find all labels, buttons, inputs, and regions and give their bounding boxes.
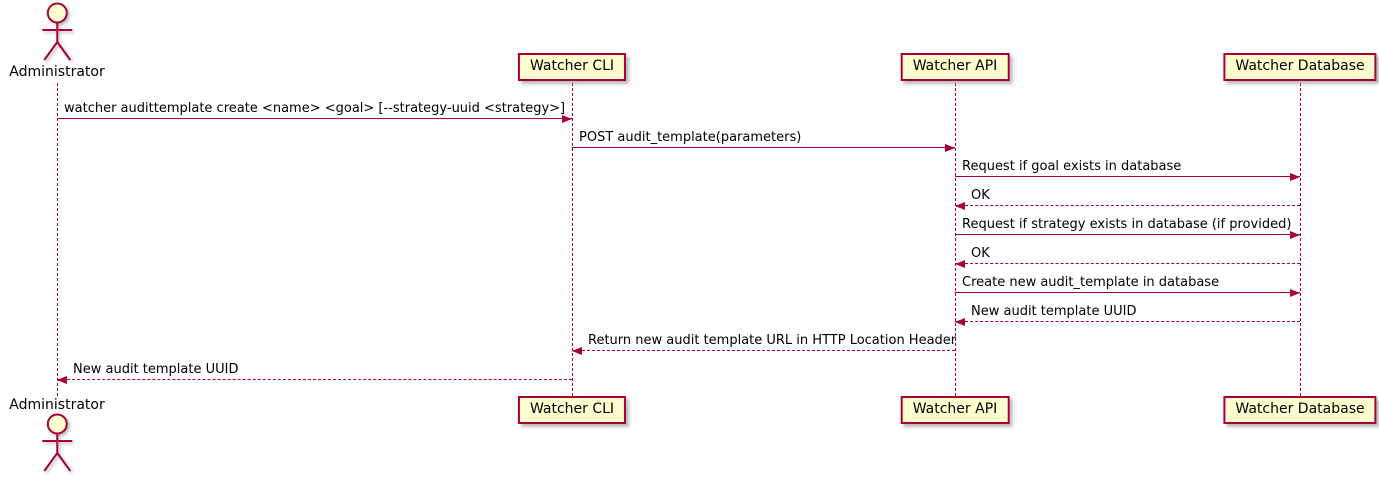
actor-icon	[42, 2, 72, 61]
arrowhead-icon	[1290, 172, 1300, 181]
message-line	[955, 292, 1300, 293]
arrowhead-icon	[562, 114, 572, 123]
message-label: Request if goal exists in database	[962, 159, 1182, 174]
message-line	[57, 118, 572, 119]
actor-label: Administrator	[9, 397, 105, 413]
arrowhead-icon	[955, 317, 965, 326]
message-label: New audit template UUID	[73, 362, 239, 377]
participant-top-watcher-db: Watcher Database	[1223, 53, 1377, 81]
message-label: New audit template UUID	[971, 304, 1137, 319]
message-label: Return new audit template URL in HTTP Lo…	[588, 333, 957, 348]
arrowhead-icon	[945, 143, 955, 152]
lifeline-watcher-db	[1300, 83, 1301, 396]
arrowhead-icon	[57, 375, 67, 384]
message-label: POST audit_template(parameters)	[579, 130, 802, 145]
lifeline-administrator	[57, 83, 58, 396]
message-line	[955, 234, 1300, 235]
participant-top-watcher-api: Watcher API	[900, 53, 1010, 81]
participant-bottom-watcher-api: Watcher API	[900, 396, 1010, 424]
message-label: OK	[971, 188, 990, 203]
participant-top-watcher-cli: Watcher CLI	[517, 53, 627, 81]
message-line	[955, 263, 1300, 264]
actor-administrator-top: Administrator	[9, 2, 105, 80]
arrowhead-icon	[955, 201, 965, 210]
actor-icon	[42, 413, 72, 472]
arrowhead-icon	[572, 346, 582, 355]
participant-bottom-watcher-db: Watcher Database	[1223, 396, 1377, 424]
lifeline-watcher-api	[955, 83, 956, 396]
message-line	[572, 147, 955, 148]
message-label: Request if strategy exists in database (…	[962, 217, 1292, 232]
arrowhead-icon	[1290, 230, 1300, 239]
participant-bottom-watcher-cli: Watcher CLI	[517, 396, 627, 424]
message-label: Create new audit_template in database	[962, 275, 1220, 290]
actor-label: Administrator	[9, 64, 105, 80]
actor-administrator-bottom: Administrator	[9, 397, 105, 475]
message-label: watcher audittemplate create <name> <goa…	[64, 101, 566, 116]
message-line	[572, 350, 955, 351]
message-line	[955, 176, 1300, 177]
arrowhead-icon	[955, 259, 965, 268]
message-line	[57, 379, 572, 380]
message-line	[955, 321, 1300, 322]
message-label: OK	[971, 246, 990, 261]
message-line	[955, 205, 1300, 206]
lifeline-watcher-cli	[572, 83, 573, 396]
arrowhead-icon	[1290, 288, 1300, 297]
